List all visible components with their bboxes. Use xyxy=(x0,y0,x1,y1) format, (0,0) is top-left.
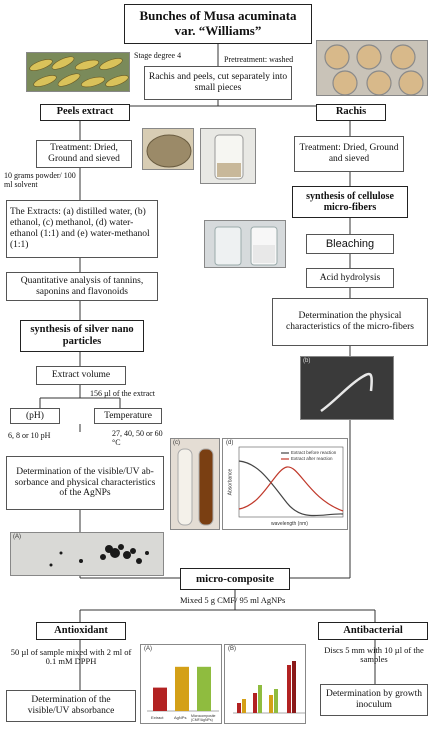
uv-y-axis-label: Absorbance xyxy=(227,468,234,496)
antioxidant-bar-2 xyxy=(175,666,189,711)
silver-synthesis-text: synthesis of silver nano particles xyxy=(30,323,134,347)
antibacterial-disc-note: Discs 5 mm with 10 µl of the samples xyxy=(324,645,424,665)
temperature-box: Temperature xyxy=(94,408,162,424)
banana-peels-photo xyxy=(26,52,130,92)
antioxidant-text: Antioxidant xyxy=(54,624,108,636)
uv-x-axis-label: wavelength (nm) xyxy=(271,521,308,527)
bleaching-photo xyxy=(204,220,286,268)
title-box: Bunches of Musa acuminata var. “Williams… xyxy=(124,4,312,44)
cellulose-synthesis-box: synthesis of cellulose micro-fibers xyxy=(292,186,408,218)
acid-hydrolysis-box: Acid hydrolysis xyxy=(306,268,394,288)
treatment-right-text: Treatment: Dried, Ground and sieved xyxy=(299,143,399,164)
antioxidant-bars xyxy=(147,666,219,712)
temperature-text: Temperature xyxy=(104,410,152,421)
bleaching-flasks-graphic xyxy=(214,226,278,266)
growth-inoculum-text: Determination by growth inoculum xyxy=(325,689,423,710)
extract-volume-box: Extract volume xyxy=(36,366,126,385)
petri-dishes-graphic xyxy=(324,44,424,95)
bar-category-3: Microcomposite (CMF/AgNPs) xyxy=(191,714,216,722)
micro-composite-box: micro-composite xyxy=(180,568,290,590)
uv-legend-after: Extract after reaction xyxy=(291,456,333,461)
nanoparticles-graphic xyxy=(49,544,149,567)
antibacterial-bars xyxy=(233,661,305,714)
cellulose-synthesis-text: synthesis of cellulose micro-fibers xyxy=(306,190,394,214)
sem-image: (b) xyxy=(300,356,394,420)
microfiber-determination-box: Determination the physical characteristi… xyxy=(272,298,428,346)
glass-jar-graphic xyxy=(214,134,244,180)
agnp-determination-box: Determination of the visible/UV ab-sorba… xyxy=(6,456,164,510)
tem-image: (A) xyxy=(10,532,164,576)
uv-before-curve xyxy=(238,460,344,517)
uv-absorbance-box: Determination of the visible/UV absorban… xyxy=(6,690,136,722)
extract-volume-text: Extract volume xyxy=(51,370,111,381)
treatment-left-box: Treatment: Dried, Ground and sieved xyxy=(36,140,132,168)
uv-legend-before: Extract before reaction xyxy=(291,450,337,455)
quantitative-box: Quantitative analysis of tannins, saponi… xyxy=(6,272,158,301)
pretreatment-note: Pretreatment: washed xyxy=(224,55,294,64)
peels-extract-text: Peels extract xyxy=(56,106,114,118)
uv-spectrum-chart xyxy=(238,446,344,518)
antibacterial-bar-chart: (B) xyxy=(224,644,306,724)
volume-note: 156 µl of the extract xyxy=(90,389,156,398)
tubes-photo: (c) xyxy=(170,438,220,530)
bar-category-1: Extract xyxy=(151,715,164,720)
treatment-left-text: Treatment: Dried, Ground and sieved xyxy=(48,143,120,164)
sem-panel-label: (b) xyxy=(303,358,311,364)
agnp-determination-text: Determination of the visible/UV ab-sorba… xyxy=(14,466,156,499)
microfiber-determination-text: Determination the physical characteristi… xyxy=(286,311,414,332)
micro-composite-text: micro-composite xyxy=(196,572,274,585)
microfiber-graphic xyxy=(320,372,373,413)
uv-spectrum-panel: (d) Extract before reaction Extract afte… xyxy=(222,438,348,530)
uv-panel-label: (d) xyxy=(226,440,234,446)
acid-hydrolysis-text: Acid hydrolysis xyxy=(319,272,381,283)
antioxidant-bar-chart: (A) Extract AgNPs Microcomposite (CMF/Ag… xyxy=(140,644,222,724)
rachis-box: Rachis xyxy=(316,104,386,121)
antioxidant-bar-3 xyxy=(197,666,211,711)
ph-box: (pH) xyxy=(10,408,60,424)
bar-chart-b-label: (B) xyxy=(228,646,236,652)
extracts-text: The Extracts: (a) distilled water, (b) e… xyxy=(10,207,150,250)
antioxidant-sample-note: 50 µl of sample mixed with 2 ml of 0.1 m… xyxy=(10,647,132,667)
temp-values-note: 27, 40, 50 or 60 °C xyxy=(112,429,163,447)
bleaching-box: Bleaching xyxy=(306,234,394,254)
rachis-peels-box: Rachis and peels, cut separately into sm… xyxy=(144,66,292,100)
title-text: Bunches of Musa acuminata var. “Williams… xyxy=(139,8,297,38)
silver-synthesis-box: synthesis of silver nano particles xyxy=(20,320,144,352)
rachis-text: Rachis xyxy=(335,106,367,118)
rachis-peels-text: Rachis and peels, cut separately into sm… xyxy=(148,72,288,93)
antibacterial-text: Antibacterial xyxy=(343,624,403,636)
antioxidant-bar-1 xyxy=(153,687,167,711)
bar-category-2: AgNPs xyxy=(174,715,187,720)
growth-inoculum-box: Determination by growth inoculum xyxy=(320,684,428,716)
tem-panel-label: (A) xyxy=(13,534,21,540)
jar-photo xyxy=(200,128,256,184)
ratio-note: 10 grams powder/ 100 ml solvent xyxy=(4,171,76,189)
banana-slices-graphic xyxy=(29,56,129,88)
test-tubes-graphic xyxy=(177,448,214,526)
uv-after-curve xyxy=(238,466,344,512)
stage-note: Stage degree 4 xyxy=(134,51,182,60)
antioxidant-box: Antioxidant xyxy=(36,622,126,640)
mix-note: Mixed 5 g CMF/ 95 ml AgNPs xyxy=(180,595,286,605)
antibacterial-box: Antibacterial xyxy=(318,622,428,640)
extracts-box: The Extracts: (a) distilled water, (b) e… xyxy=(6,200,158,258)
treatment-right-box: Treatment: Dried, Ground and sieved xyxy=(294,136,404,172)
bleaching-text: Bleaching xyxy=(325,237,375,250)
ph-values-note: 6, 8 or 10 pH xyxy=(8,431,51,440)
powder-bowl-graphic xyxy=(146,134,192,168)
bar-chart-a-label: (A) xyxy=(144,646,152,652)
quantitative-text: Quantitative analysis of tannins, saponi… xyxy=(20,275,144,297)
peels-extract-box: Peels extract xyxy=(40,104,130,121)
rachis-dishes-photo xyxy=(316,40,428,96)
ph-text: (pH) xyxy=(26,410,44,421)
powder-photo xyxy=(142,128,194,170)
tube-panel-label: (c) xyxy=(173,440,180,446)
uv-absorbance-text: Determination of the visible/UV absorban… xyxy=(27,695,115,716)
